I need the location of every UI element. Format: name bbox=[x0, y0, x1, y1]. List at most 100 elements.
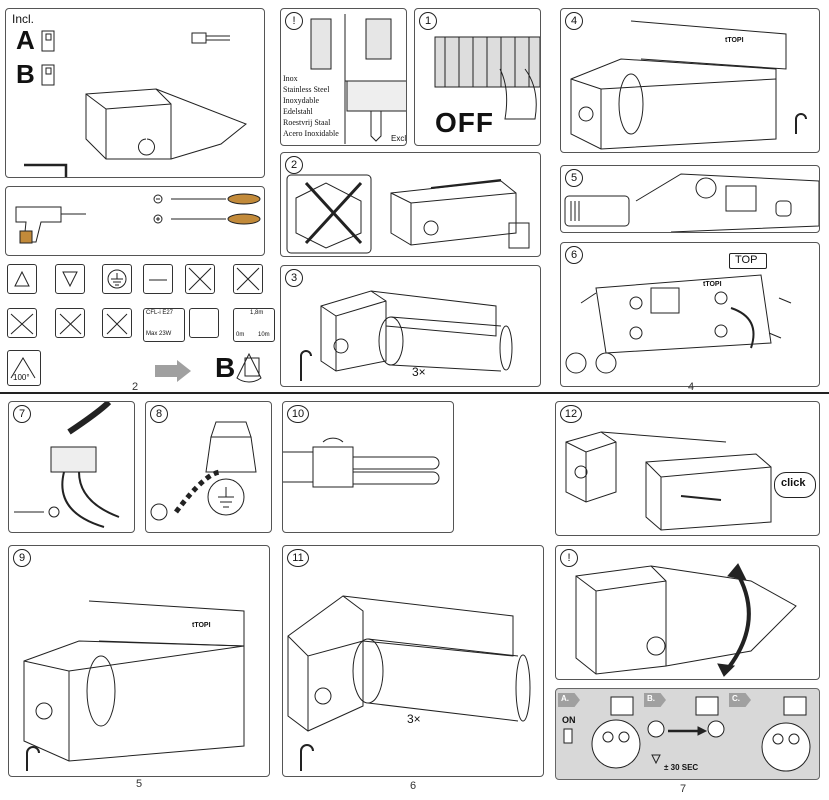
lamp-spec-box: CFL-i E27 Max 23W bbox=[143, 308, 185, 342]
cfl-label: CFL-i E27 bbox=[146, 310, 174, 316]
included-parts-drawing bbox=[24, 30, 247, 177]
adjust-num: ! bbox=[560, 549, 578, 567]
step-a-label: A. bbox=[561, 694, 569, 703]
detection-range-box: 1,8m 0m 10m bbox=[233, 308, 275, 342]
panel-adjust-angle: ! bbox=[555, 545, 820, 680]
step-11-multiplier: 3× bbox=[407, 712, 421, 726]
next-booklet-label: B bbox=[215, 352, 236, 383]
panel-step-7: 7 bbox=[8, 401, 135, 533]
step-3-num: 3 bbox=[285, 269, 303, 287]
material-item: Edelstahl bbox=[283, 107, 313, 116]
top-label-box: TOP bbox=[729, 253, 767, 269]
material-item: Roestvrij Staal bbox=[283, 118, 331, 127]
angle-label: 100° bbox=[13, 373, 30, 382]
panel-tools bbox=[5, 186, 265, 256]
step-6-brand: tTOPI bbox=[703, 281, 722, 288]
step-7-num: 7 bbox=[13, 405, 31, 423]
ip-rating-icon bbox=[7, 264, 37, 294]
materials-list: Inox Stainless Steel Inoxydable Edelstah… bbox=[283, 73, 339, 139]
lux-setting-icon bbox=[189, 308, 219, 338]
breaker-drawing bbox=[434, 36, 540, 120]
range-max-label: 10m bbox=[258, 332, 270, 338]
settings-strip-drawing bbox=[563, 696, 811, 772]
step-6-num: 6 bbox=[565, 246, 583, 264]
max-watt-label: Max 23W bbox=[146, 331, 172, 337]
panel-included-parts: Incl. A B bbox=[5, 8, 265, 178]
panel-step-9: 9 tTOPI bbox=[8, 545, 270, 777]
panel-stainless-warning: ! Inox Stainless Steel Inoxydable Edelst… bbox=[280, 8, 407, 146]
material-item: Inox bbox=[283, 74, 298, 83]
f-mark-icon bbox=[55, 264, 85, 294]
cable-icon bbox=[143, 264, 173, 294]
on-label: ON bbox=[562, 715, 576, 725]
tools-drawing bbox=[15, 193, 261, 244]
step-10-num: 10 bbox=[287, 405, 309, 423]
page-number-6: 6 bbox=[410, 780, 417, 792]
step-6-drawing bbox=[565, 274, 792, 374]
step-9-brand: tTOPI bbox=[192, 622, 211, 629]
next-arrow-bar bbox=[155, 365, 179, 377]
sec-label: ± 30 SEC bbox=[664, 763, 699, 772]
panel-step-10: 10 bbox=[282, 401, 454, 533]
label-b: B bbox=[16, 59, 35, 89]
step-5-num: 5 bbox=[565, 169, 583, 187]
panel-step-12: 12 click bbox=[555, 401, 820, 536]
panel-step-3: 3 3× bbox=[280, 265, 541, 387]
panel-step-2: 2 bbox=[280, 152, 541, 257]
page-number-4: 4 bbox=[688, 381, 695, 393]
adjust-drawing bbox=[575, 563, 797, 677]
step-2-drawing bbox=[286, 174, 530, 254]
panel-step-4: 4 tTOPI bbox=[560, 8, 820, 153]
page-divider bbox=[0, 392, 829, 394]
step-3-drawing bbox=[300, 290, 513, 381]
symbols-drawing bbox=[10, 267, 262, 383]
warning-num: ! bbox=[285, 12, 303, 30]
excl-label: Excl bbox=[391, 134, 407, 143]
step-11-num: 11 bbox=[287, 549, 309, 567]
page-number-5: 5 bbox=[136, 778, 143, 790]
step-3-multiplier: 3× bbox=[412, 365, 426, 379]
step-c-label: C. bbox=[732, 694, 740, 703]
step-2-num: 2 bbox=[285, 156, 303, 174]
step-12-drawing bbox=[565, 431, 772, 531]
step-4-drawing bbox=[570, 20, 807, 150]
page-number-7: 7 bbox=[680, 783, 687, 795]
step-8-num: 8 bbox=[150, 405, 168, 423]
panel-step-11: 11 3× bbox=[282, 545, 544, 777]
range-min-label: 0m bbox=[236, 332, 245, 338]
step-7-drawing bbox=[14, 402, 120, 528]
step-8-drawing bbox=[150, 421, 257, 521]
step-9-drawing bbox=[23, 600, 245, 771]
material-item: Inoxydable bbox=[283, 96, 319, 105]
dist-label: 1,8m bbox=[250, 310, 264, 316]
off-label: OFF bbox=[435, 107, 494, 138]
symbols-grid: CFL-i E27 Max 23W 1,8m 0m 10m 100° B bbox=[5, 262, 275, 387]
step-1-num: 1 bbox=[419, 12, 437, 30]
step-c-tag: C. bbox=[729, 693, 751, 707]
panel-step-6: 6 TOP tTOPI bbox=[560, 242, 820, 387]
next-arrow-icon bbox=[177, 360, 191, 382]
step-4-num: 4 bbox=[565, 12, 583, 30]
no-spray-icon bbox=[102, 308, 132, 338]
material-item: Acero Inoxidable bbox=[283, 129, 339, 138]
top-label: TOP bbox=[735, 254, 758, 266]
step-b-tag: B. bbox=[644, 693, 666, 707]
step-4-brand: tTOPI bbox=[725, 37, 744, 44]
click-bubble: click bbox=[774, 472, 816, 498]
included-title: Incl. bbox=[12, 12, 35, 26]
panel-step-8: 8 bbox=[145, 401, 272, 533]
step-12-num: 12 bbox=[560, 405, 582, 423]
click-label: click bbox=[781, 477, 806, 489]
settings-strip: A. B. C. ON ± 30 SEC bbox=[555, 688, 820, 780]
panel-step-1: 1 OFF bbox=[414, 8, 541, 146]
step-b-label: B. bbox=[647, 694, 655, 703]
material-item: Stainless Steel bbox=[283, 85, 330, 94]
label-a: A bbox=[16, 25, 35, 55]
screw-drawing bbox=[310, 14, 406, 144]
step-10-drawing bbox=[283, 437, 440, 488]
step-9-num: 9 bbox=[13, 549, 31, 567]
page-number-2: 2 bbox=[132, 381, 139, 393]
step-11-drawing bbox=[287, 595, 531, 771]
step-5-drawing bbox=[564, 173, 819, 232]
angle-box: 100° bbox=[7, 350, 41, 386]
